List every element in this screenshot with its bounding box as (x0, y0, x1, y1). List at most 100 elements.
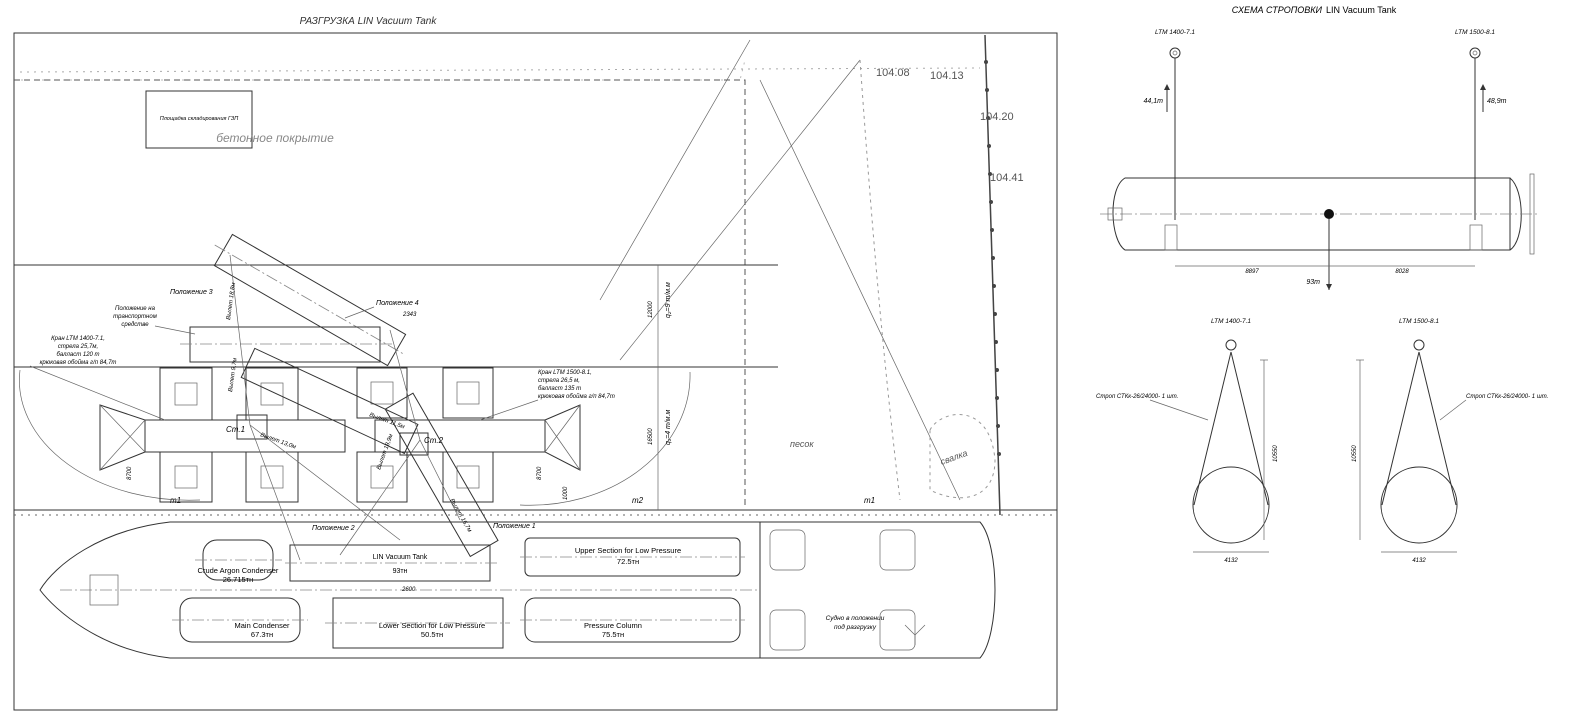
unloading-plan-title: РАЗГРУЗКА LIN Vacuum Tank (300, 16, 438, 27)
cargo-main-condenser (172, 597, 308, 643)
crane-left-line-4: крюковая обойма г/п 84,7т (40, 359, 117, 366)
transport-position-line-3: средстве (121, 322, 149, 328)
load-arrow-a-head (1164, 84, 1170, 90)
dim-b: 8028 (1395, 269, 1409, 275)
tank-diameter-a: 4132 (1224, 558, 1238, 564)
dump-area (929, 414, 996, 499)
tank-position-1 (384, 392, 499, 558)
site-boundary-dots-2 (14, 59, 746, 81)
sand-area (859, 59, 901, 501)
elevation-4: 104.41 (990, 172, 1024, 184)
load-q1: q₁=4 т/м.м (665, 409, 672, 445)
crane-left-leader (29, 365, 166, 421)
position-3-label: Положение 3 (170, 289, 213, 296)
cog-arrow-head (1326, 284, 1332, 290)
concrete-label: бетонное покрытие (216, 131, 334, 145)
crane-ltm-1400 (99, 367, 346, 503)
marker-m1-left: m1 (170, 496, 181, 505)
crane-right-line-4: крюковая обойма г/п 84,7т (538, 393, 615, 400)
hook-icon (1169, 47, 1181, 220)
rigging-title-prefix: СХЕМА СТРОПОВКИ (1232, 5, 1323, 15)
marker-m2: m2 (632, 496, 644, 505)
plan-frame (13, 32, 1058, 711)
cargo-name-1: LIN Vacuum Tank (373, 554, 428, 561)
load-q2: q₂=9 т/м.м (665, 282, 672, 318)
rigging-title-suffix: LIN Vacuum Tank (1326, 5, 1397, 15)
position-2-label: Положение 2 (312, 525, 355, 532)
crane-left-line-2: стрела 25,7м, (58, 344, 98, 350)
crane-right-line-1: Кран LTM 1500-8.1, (538, 370, 592, 376)
sling-diagram-b (1356, 339, 1458, 553)
position-4-label: Положение 4 (376, 300, 419, 307)
transport-position-line-1: Положение на (115, 306, 156, 312)
crane-b-label-bottom: LTM 1500-8.1 (1399, 318, 1439, 325)
cargo-pressure-column (520, 597, 745, 643)
sling-diagram-a (1192, 339, 1270, 553)
total-weight: 93т (1306, 279, 1320, 286)
sand-label: песок (790, 439, 814, 449)
transport-position-leader (154, 325, 196, 335)
cargo-weight-5: 50.5тн (421, 630, 443, 639)
slope-lines (599, 39, 961, 501)
load-arrow-b-head (1480, 84, 1486, 90)
crane-left-line-1: Кран LTM 1400-7.1, (51, 336, 105, 342)
cargo-name-5: Lower Section for Low Pressure (379, 621, 485, 630)
dim-12000: 12000 (648, 301, 654, 318)
dim-8700-right: 8700 (537, 466, 543, 480)
crane-ltm-1500 (356, 367, 581, 503)
fence-line (984, 34, 1001, 516)
dump-label: свалка (939, 448, 969, 467)
cargo-name-2: Upper Section for Low Pressure (575, 546, 681, 555)
cargo-name-4: Main Condenser (234, 621, 290, 630)
load-b: 48,9т (1487, 98, 1507, 105)
concrete-area-boundary (14, 79, 746, 508)
sling-leader-a (1149, 399, 1209, 421)
cargo-weight-4: 67.3тн (251, 630, 273, 639)
crane-marker-1: Ст.1 (226, 425, 245, 434)
crane-right-line-3: балласт 135 т (538, 386, 581, 392)
rigging-scheme: СХЕМА СТРОПОВКИ LIN Vacuum Tank LTM 1400… (1096, 5, 1548, 564)
cargo-weight-1: 93тн (393, 568, 408, 575)
marker-m1-right: m1 (864, 496, 875, 505)
crane-marker-2: Ст.2 (424, 436, 444, 445)
cargo-lin-vacuum-tank (285, 544, 500, 582)
cargo-name-6: Pressure Column (584, 621, 642, 630)
cargo-weight-3: 26.715тн (223, 575, 254, 584)
reach-label-1: Вылет 18,8м (226, 282, 237, 320)
tank-diameter-b: 4132 (1412, 558, 1426, 564)
reach-label-6: Вылет 16,7м (448, 498, 472, 534)
storage-area-label: Площадка складирования ГЗП (160, 116, 239, 122)
unloading-plan: РАЗГРУЗКА LIN Vacuum Tank Площадка склад… (13, 16, 1058, 711)
vessel-state-line-2: под разгрузку (834, 623, 877, 631)
site-boundary-dots (19, 67, 981, 73)
vessel (39, 521, 996, 659)
position-4-leader (344, 306, 375, 319)
hook-icon-2 (1469, 47, 1481, 220)
cargo-lower-section (325, 597, 510, 649)
cargo-crude-argon (195, 539, 282, 581)
sling-height-b: 10550 (1352, 445, 1358, 462)
crane-a-label-bottom: LTM 1400-7.1 (1211, 318, 1251, 325)
crane-b-label-top: LTM 1500-8.1 (1455, 29, 1495, 36)
boom-lines (229, 254, 461, 561)
tank-position-4 (240, 347, 419, 455)
storage-area (145, 90, 253, 149)
dim-16500: 16500 (648, 428, 654, 445)
elevation-1: 104.08 (876, 67, 910, 79)
reach-label-3: Вылет 13,0м (259, 432, 296, 450)
sling-label-a: Строп СТКк-26/24000- 1 шт. (1096, 394, 1178, 400)
transport-position-line-2: транспортном (113, 314, 157, 320)
crane-left-line-3: балласт 120 т (56, 352, 99, 358)
elevation-3: 104.20 (980, 111, 1014, 123)
crane-right-leader (479, 399, 539, 421)
reach-label-2: Вылет 9,7м (228, 358, 239, 393)
crane-right-line-2: стрела 26,5 м, (538, 378, 580, 384)
sling-label-b: Строп СТКк-26/24000- 1 шт. (1466, 394, 1548, 400)
tank-position-3 (213, 233, 407, 367)
tank-position-transport (180, 326, 395, 363)
position-1-label: Положение 1 (493, 523, 536, 530)
dim-2343: 2343 (402, 312, 417, 318)
crane-a-label-top: LTM 1400-7.1 (1155, 29, 1195, 36)
vacuum-tank-side (1100, 173, 1540, 255)
